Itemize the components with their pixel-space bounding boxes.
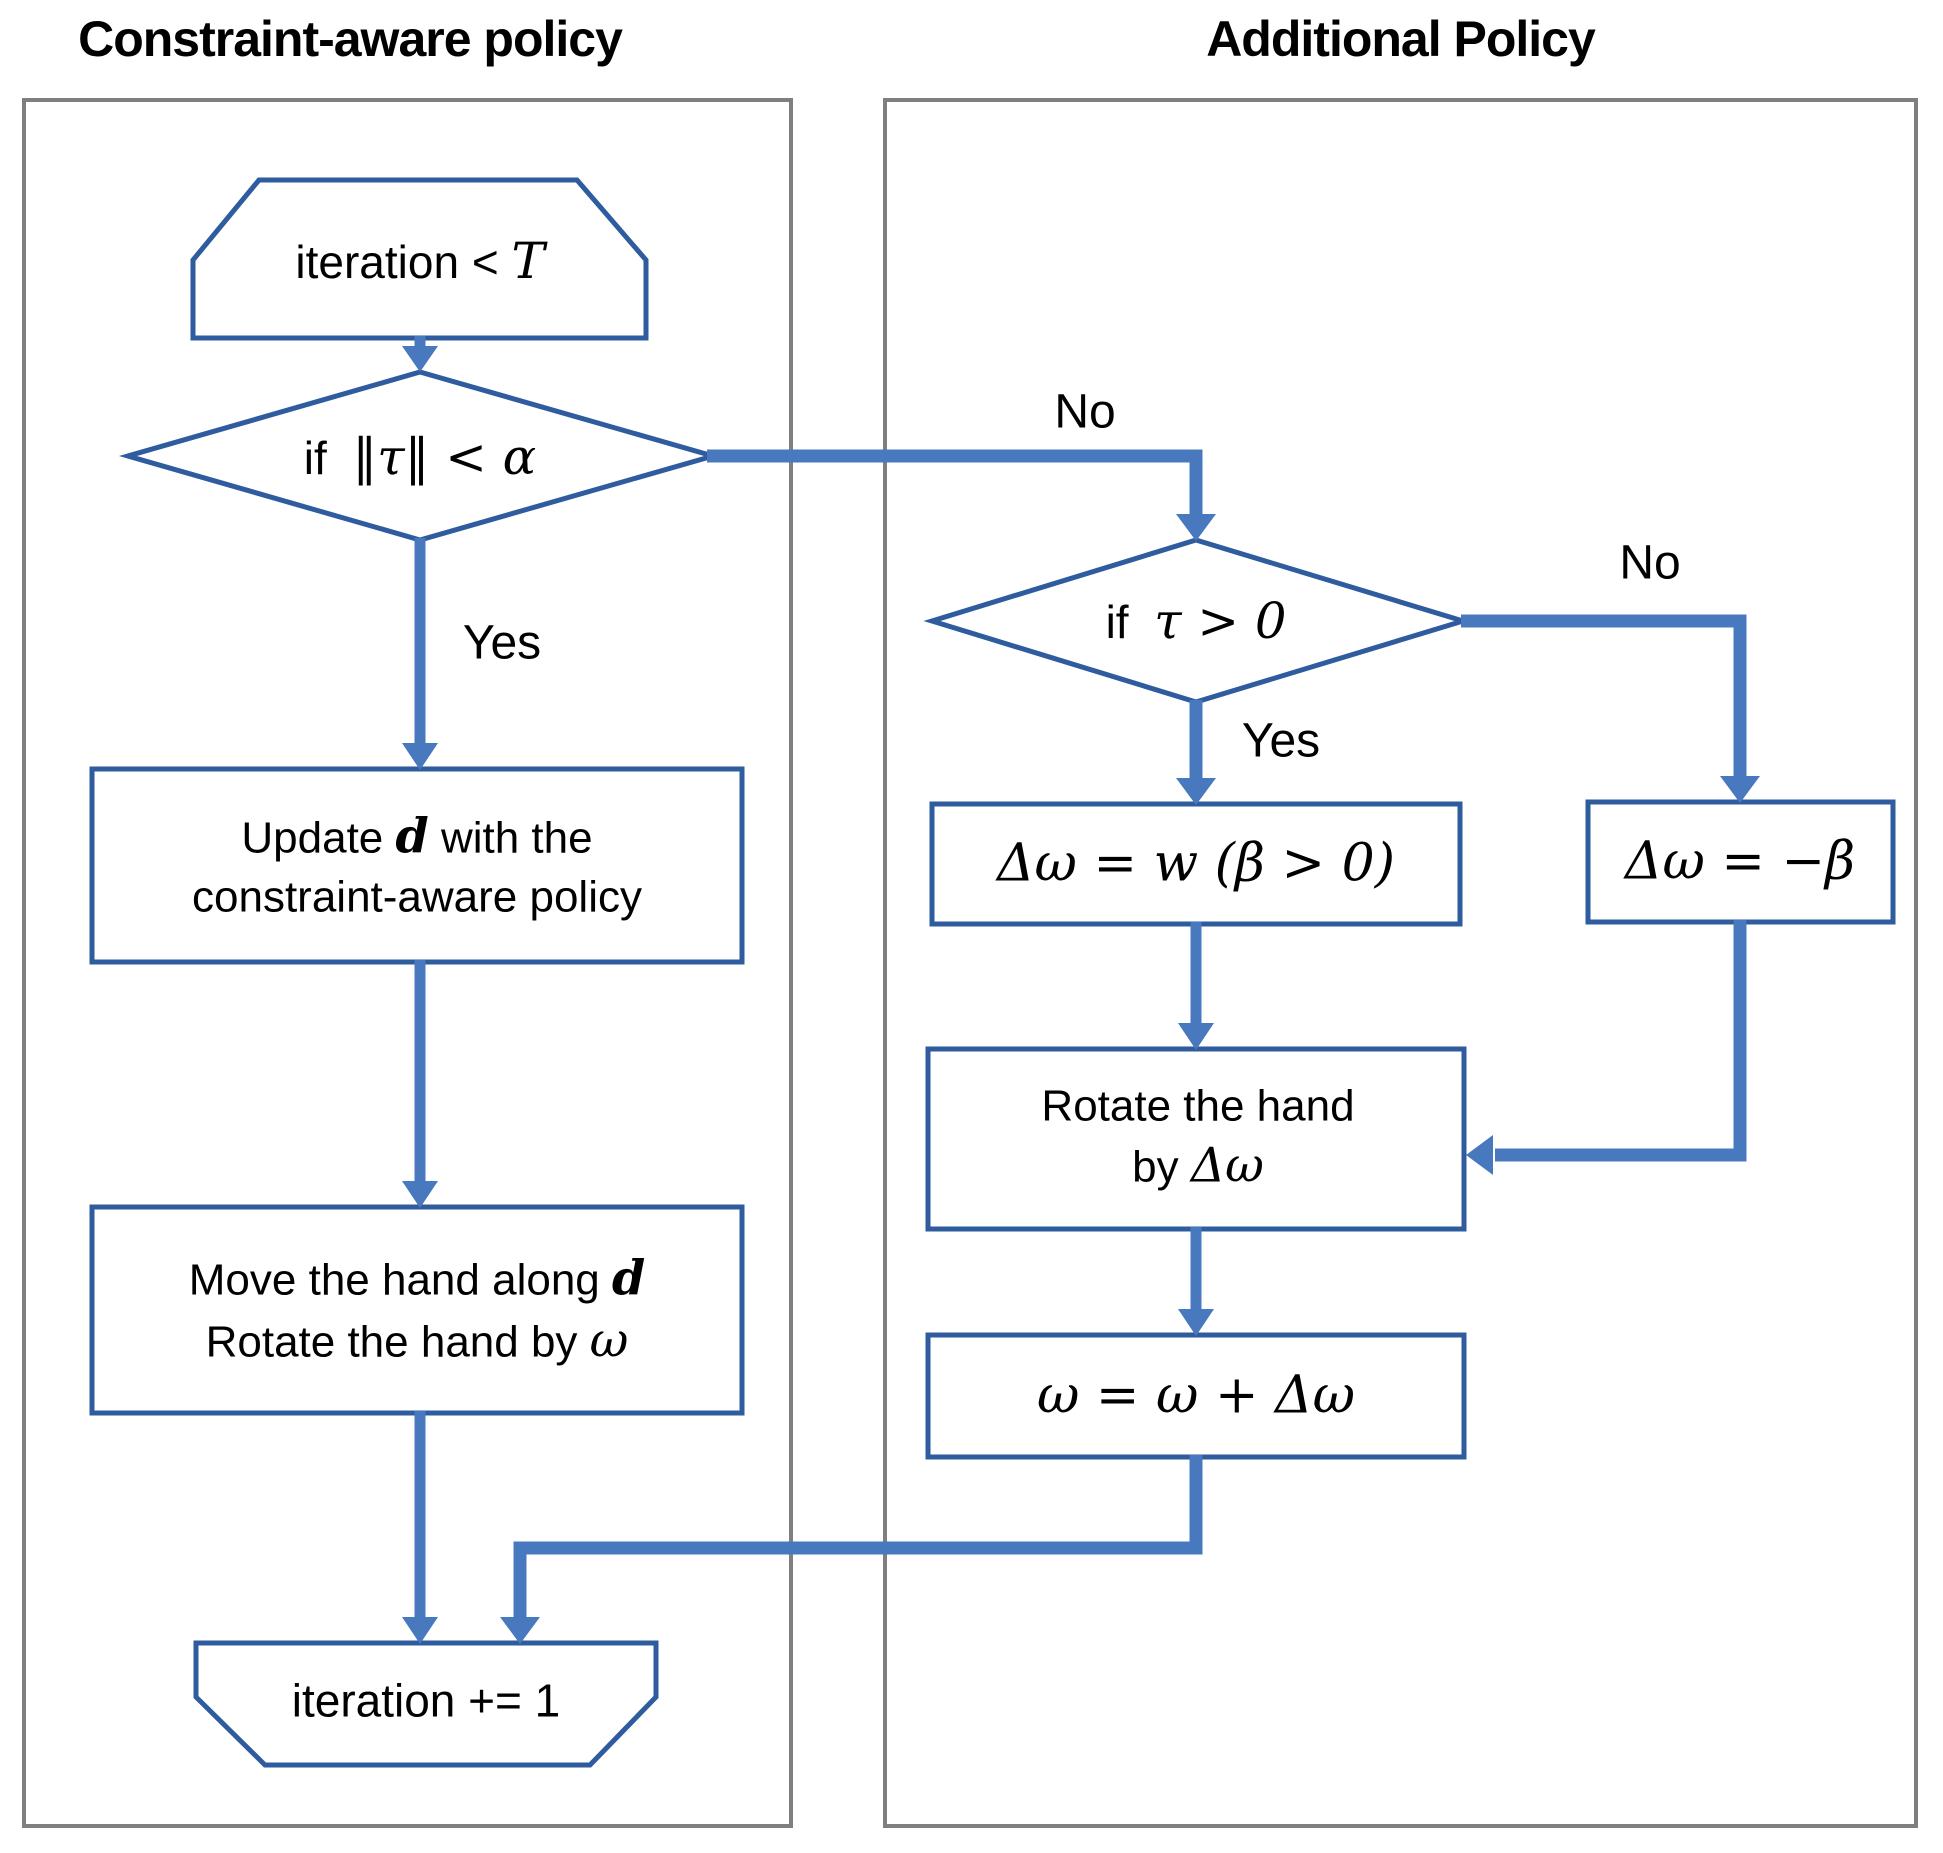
no-label-top: No (1054, 385, 1116, 439)
loop-end-label: iteration += 1 (291, 1674, 561, 1727)
move-hand-line2-pre: Rotate the hand by (205, 1317, 590, 1366)
arrowhead-decision-no-to-decision2 (1176, 514, 1216, 541)
left-panel (22, 98, 793, 1828)
update-d-label: Update d with the constraint-aware polic… (192, 806, 642, 927)
rotate-hand-line1: Rotate the hand (1041, 1081, 1355, 1131)
arrowhead-update-to-move (402, 1181, 438, 1208)
rotate-hand-line2-pre: by (1132, 1142, 1191, 1192)
right-panel (883, 98, 1918, 1828)
omega-update-label: ω = ω + Δω (1036, 1365, 1356, 1426)
arrowhead-dwpos-to-rotate (1178, 1023, 1214, 1050)
decision-tau-norm-text: if (303, 432, 340, 485)
decision-tau-pos-math: τ > 0 (1154, 592, 1287, 651)
loop-start-shape (190, 177, 649, 341)
left-panel-title: Constraint-aware policy (78, 11, 623, 67)
decision-tau-norm-label: if ‖τ‖ < α (304, 425, 536, 491)
move-hand-line1-pre: Move the hand along (188, 1255, 612, 1305)
delta-omega-positive-label: Δω = w (β > 0) (997, 833, 1395, 894)
decision-tau-norm-math: ‖τ‖ < α (352, 428, 537, 487)
yes-label-left: Yes (462, 616, 542, 670)
arrowhead-omega-to-loopend (500, 1617, 540, 1644)
arrowhead-decision2-no-to-dwneg (1720, 776, 1760, 803)
arrow-omega-to-loopend (513, 1455, 1203, 1619)
update-d-line1: Update d with the (192, 806, 642, 869)
loop-start-math: T (511, 232, 545, 291)
arrowhead-dwneg-to-rotate (1466, 1135, 1493, 1175)
arrow-decision2-no-to-dwneg (1461, 614, 1747, 778)
right-panel-title: Additional Policy (1206, 11, 1596, 67)
arrowhead-decision2-yes-to-dwpos (1176, 778, 1216, 805)
loop-start-text: iteration < (295, 236, 512, 289)
decision-tau-pos-label: if τ > 0 (1106, 589, 1287, 655)
move-hand-line2-math: ω (589, 1313, 629, 1368)
update-d-line1-post: with the (428, 813, 593, 863)
arrow-dwneg-to-rotate (1495, 920, 1747, 1162)
decision-tau-pos-text: if (1105, 596, 1142, 649)
arrowhead-loopstart-to-decision (402, 346, 438, 372)
rotate-hand-line2: by Δω (1041, 1136, 1354, 1199)
move-hand-line2: Rotate the hand by ω (189, 1310, 645, 1373)
move-hand-label: Move the hand along d Rotate the hand by… (189, 1247, 645, 1372)
rotate-hand-box (925, 1046, 1467, 1232)
loop-end-shape (193, 1640, 659, 1768)
rotate-hand-label: Rotate the hand by Δω (1041, 1078, 1354, 1199)
yes-label-right: Yes (1241, 714, 1321, 768)
update-d-line2: constraint-aware policy (192, 872, 642, 922)
move-hand-line1: Move the hand along d (189, 1247, 645, 1310)
update-d-line1-pre: Update (241, 813, 396, 863)
rotate-hand-line2-math: Δω (1190, 1138, 1264, 1194)
arrowhead-move-to-loopend (402, 1617, 438, 1644)
arrowhead-decision-yes-to-update (402, 743, 438, 770)
arrow-decision-no-to-decision2 (707, 449, 1203, 516)
omega-update-box (925, 1332, 1467, 1460)
no-label-right: No (1619, 536, 1681, 590)
update-d-line1-math: d (395, 808, 429, 865)
move-hand-line1-math: d (611, 1250, 646, 1307)
arrowhead-rotate-to-omega (1178, 1309, 1214, 1336)
delta-omega-negative-label: Δω = −β (1624, 831, 1856, 892)
loop-start-label: iteration < T (295, 229, 544, 295)
